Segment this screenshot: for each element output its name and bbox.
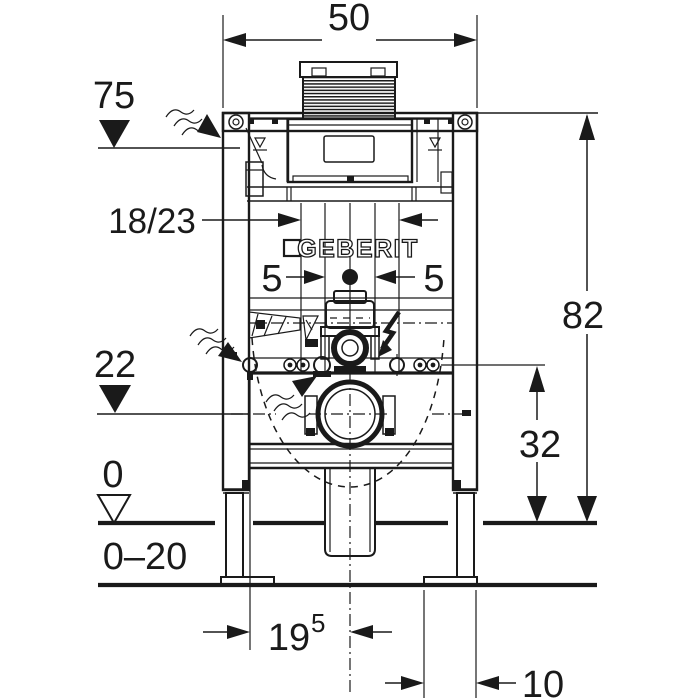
water-level-mark-icon <box>428 137 442 151</box>
water-supply-arrow-mid <box>189 328 242 362</box>
level-marker-0: 0 <box>96 454 132 526</box>
side-fitting <box>440 171 453 194</box>
dim-0-20-label: 0–20 <box>103 536 188 578</box>
leg-clamp <box>242 480 250 490</box>
corner-screw-icon <box>457 114 473 130</box>
flush-mechanism <box>242 290 545 380</box>
dimension-bolt-height: 32 <box>519 366 561 522</box>
center-reference-dot <box>342 269 358 285</box>
dim-18-23-label: 18/23 <box>108 202 196 241</box>
dimension-foot-offset: 10 <box>385 590 564 700</box>
water-level-mark-icon <box>253 137 267 151</box>
left-leg <box>225 492 244 578</box>
brand-wordmark: GEBERIT <box>297 235 419 263</box>
leg-clamp <box>453 480 461 490</box>
wavy-arrowhead-icon <box>218 342 242 362</box>
supply-valve-housing <box>245 161 264 197</box>
level-triangle-icon <box>99 120 130 148</box>
dim-75-label: 75 <box>93 75 135 117</box>
right-leg <box>456 492 475 578</box>
left-rail <box>221 111 251 492</box>
level-marker-22: 22 <box>94 344 250 415</box>
dim-50-label: 50 <box>328 0 370 39</box>
dimension-outlet-distance: 19 5 <box>203 372 392 659</box>
dim-22-label: 22 <box>94 344 136 386</box>
dim-10-label: 10 <box>522 664 564 700</box>
lower-crossbar <box>249 442 453 470</box>
logo-square-icon <box>282 238 302 258</box>
level-triangle-icon <box>99 385 131 413</box>
access-cover <box>286 117 414 184</box>
wavy-arrowhead-icon <box>197 114 221 138</box>
drain-pipe-section <box>315 379 385 449</box>
lightning-bolt-icon <box>378 310 401 357</box>
dim-5-left-label: 5 <box>261 258 282 300</box>
dimension-frame-height: 82 <box>420 112 604 522</box>
dim-19-sup-label: 5 <box>311 608 325 638</box>
arrowhead-left <box>223 33 246 47</box>
flush-bend-housing <box>320 290 380 360</box>
protection-box <box>299 61 398 120</box>
dim-0-label: 0 <box>102 454 123 496</box>
dim-32-label: 32 <box>519 424 561 466</box>
dim-19-label: 19 <box>268 617 310 659</box>
dim-5-right-label: 5 <box>423 258 444 300</box>
water-supply-arrow-top <box>165 109 221 138</box>
cistern <box>245 117 453 202</box>
level-triangle-open-icon <box>96 494 132 526</box>
water-supply-arrow-bottom <box>265 376 317 421</box>
inspection-window <box>323 135 375 163</box>
inlet-valve-assembly <box>248 311 319 347</box>
wavy-arrowhead-icon <box>292 376 317 397</box>
level-marker-75: 75 <box>93 75 240 149</box>
dimension-top-width: 50 <box>222 0 478 108</box>
dimension-supply-offset: 18/23 <box>108 202 438 241</box>
geberit-logo: GEBERIT <box>282 234 419 264</box>
flush-pipe-section <box>331 329 369 367</box>
arrowhead-right <box>454 33 477 47</box>
dim-82-label: 82 <box>562 295 604 337</box>
rail-clip <box>462 410 471 416</box>
right-rail <box>451 111 479 492</box>
corner-screw-icon <box>228 114 244 130</box>
dimension-center-offsets: 5 5 <box>261 258 444 300</box>
